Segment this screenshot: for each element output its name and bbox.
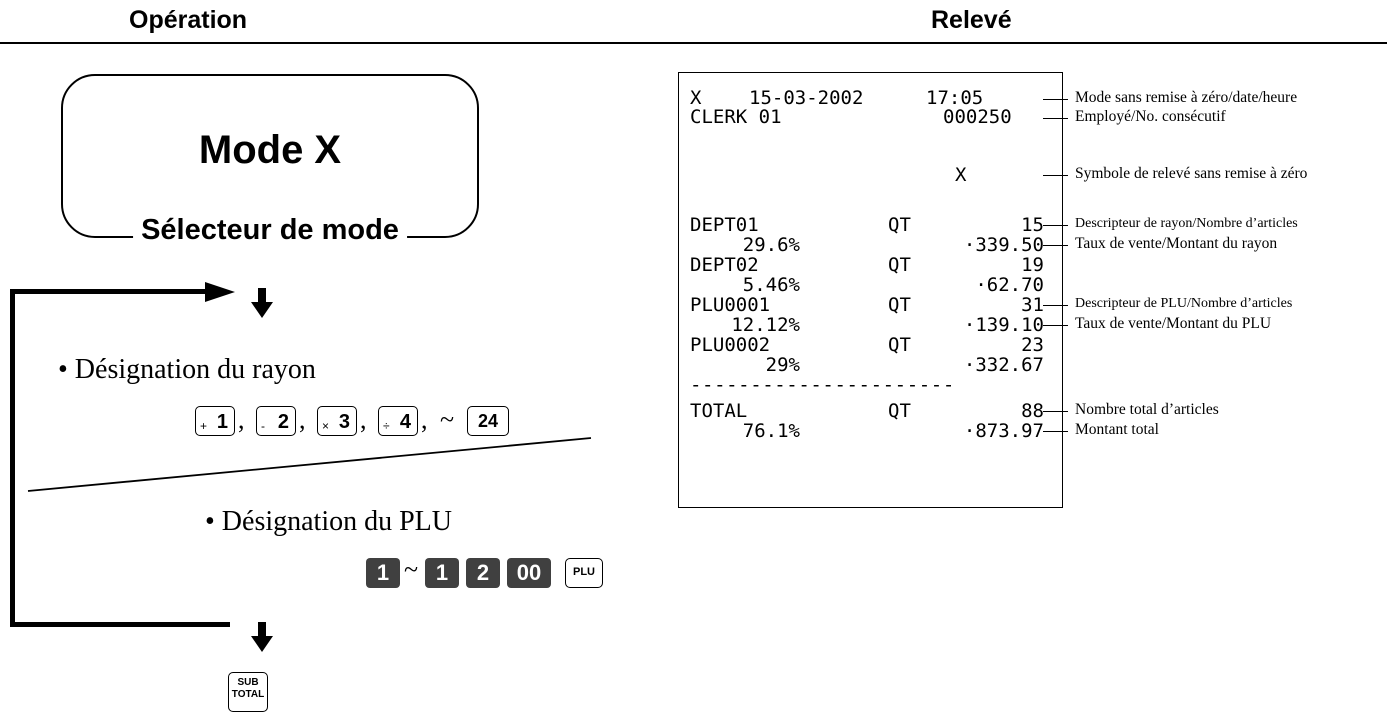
dept-key-3[interactable]: × 3 xyxy=(317,406,357,436)
numeric-key-00[interactable]: 00 xyxy=(507,558,551,588)
down-arrow-icon xyxy=(251,622,273,652)
receipt-total-count: 88 xyxy=(1021,400,1044,422)
annotation-tick xyxy=(1043,99,1068,101)
separator: , xyxy=(360,405,367,434)
dept-key-number: 4 xyxy=(399,411,411,433)
annotation-total-amount: Montant total xyxy=(1075,421,1159,438)
receipt-row-rate: 12.12% xyxy=(731,314,800,336)
annotation-dept-rate: Taux de vente/Montant du rayon xyxy=(1075,235,1278,252)
receipt-date: 15-03-2002 xyxy=(749,87,864,109)
numeric-key-1[interactable]: 1 xyxy=(425,558,459,588)
receipt-row-rate: 5.46% xyxy=(742,274,800,296)
receipt-consecutive: 000250 xyxy=(943,106,1012,128)
annotation-tick xyxy=(1043,245,1068,247)
separator: , xyxy=(238,405,245,434)
header-rule xyxy=(0,42,1387,44)
receipt-row-rate: 29% xyxy=(765,354,800,376)
annotation-plu-descriptor: Descripteur de PLU/Nombre d’articles xyxy=(1075,296,1293,311)
dept-key-number: 1 xyxy=(216,411,228,433)
subtotal-key[interactable]: SUB TOTAL xyxy=(228,672,268,712)
annotation-mode-date-time: Mode sans remise à zéro/date/heure xyxy=(1075,89,1298,106)
annotation-tick xyxy=(1043,325,1068,327)
dept-key-1[interactable]: + 1 xyxy=(195,406,235,436)
separator: , xyxy=(299,405,306,434)
separator: , xyxy=(421,405,428,434)
receipt-row-qt: QT xyxy=(888,254,911,276)
mode-title: Mode X xyxy=(198,128,342,172)
tilde: ~ xyxy=(404,555,419,584)
numeric-key-1[interactable]: 1 xyxy=(366,558,400,588)
annotation-tick xyxy=(1043,225,1068,227)
receipt-x-symbol: X xyxy=(955,164,967,186)
receipt-row-qt: QT xyxy=(888,334,911,356)
subtotal-key-line1: SUB xyxy=(237,677,259,688)
receipt-row-qt: QT xyxy=(888,294,911,316)
loop-arrow-right-icon xyxy=(205,282,235,302)
receipt-row-amount: ·62.70 xyxy=(975,274,1044,296)
header-releve: Relevé xyxy=(931,6,1012,34)
receipt xyxy=(678,72,1063,508)
annotation-tick xyxy=(1043,431,1068,433)
annotation-x-symbol: Symbole de relevé sans remise à zéro xyxy=(1075,165,1308,182)
dept-key-symbol: + xyxy=(200,419,208,433)
dept-key-4[interactable]: ÷ 4 xyxy=(378,406,418,436)
annotation-tick xyxy=(1043,411,1068,413)
down-arrow-icon xyxy=(251,288,273,318)
annotation-total-count: Nombre total d’articles xyxy=(1075,401,1219,418)
annotation-tick xyxy=(1043,118,1068,120)
numeric-key-2[interactable]: 2 xyxy=(466,558,500,588)
dept-key-symbol: × xyxy=(322,419,330,433)
receipt-divider: ---------------------- xyxy=(690,374,955,396)
annotation-tick xyxy=(1043,305,1068,307)
annotation-dept-descriptor: Descripteur de rayon/Nombre d’articles xyxy=(1075,216,1298,231)
plu-designation-label: • Désignation du PLU xyxy=(205,506,453,537)
dept-key-symbol: - xyxy=(261,419,265,433)
receipt-row-count: 19 xyxy=(1021,254,1044,276)
receipt-row-name: DEPT01 xyxy=(690,214,759,236)
dept-key-number: 2 xyxy=(277,411,289,433)
receipt-row-count: 23 xyxy=(1021,334,1044,356)
plu-key[interactable]: PLU xyxy=(565,558,603,588)
dept-designation-label: • Désignation du rayon xyxy=(58,354,316,385)
receipt-row-qt: QT xyxy=(888,214,911,236)
receipt-total-qt: QT xyxy=(888,400,911,422)
annotation-plu-rate: Taux de vente/Montant du PLU xyxy=(1075,315,1272,332)
annotation-tick xyxy=(1043,175,1068,177)
receipt-clerk: CLERK 01 xyxy=(690,106,782,128)
dept-key-number: 24 xyxy=(477,411,499,431)
receipt-row-name: PLU0002 xyxy=(690,334,771,356)
receipt-total-amount: ·873.97 xyxy=(963,420,1044,442)
dept-key-24[interactable]: 24 xyxy=(467,406,509,436)
mode-selector-label: Sélecteur de mode xyxy=(133,214,407,247)
annotation-clerk-consecutive: Employé/No. consécutif xyxy=(1075,108,1226,125)
tilde: ~ xyxy=(440,405,455,434)
receipt-row-count: 31 xyxy=(1021,294,1044,316)
dept-key-number: 3 xyxy=(338,411,350,433)
receipt-row-name: DEPT02 xyxy=(690,254,759,276)
receipt-row-rate: 29.6% xyxy=(742,234,800,256)
receipt-time: 17:05 xyxy=(926,87,984,109)
receipt-row-amount: ·339.50 xyxy=(963,234,1044,256)
dept-key-symbol: ÷ xyxy=(383,419,390,433)
receipt-row-amount: ·332.67 xyxy=(963,354,1044,376)
receipt-row-amount: ·139.10 xyxy=(963,314,1044,336)
receipt-mode: X xyxy=(690,87,702,109)
subtotal-key-line2: TOTAL xyxy=(231,689,265,700)
receipt-row-name: PLU0001 xyxy=(690,294,771,316)
loop-line-top xyxy=(10,289,210,294)
receipt-total-rate: 76.1% xyxy=(742,420,800,442)
header-operation: Opération xyxy=(129,6,248,34)
receipt-row-count: 15 xyxy=(1021,214,1044,236)
loop-line-vertical xyxy=(10,289,15,627)
loop-line-bottom xyxy=(10,622,230,627)
dept-key-2[interactable]: - 2 xyxy=(256,406,296,436)
receipt-total-name: TOTAL xyxy=(690,400,748,422)
